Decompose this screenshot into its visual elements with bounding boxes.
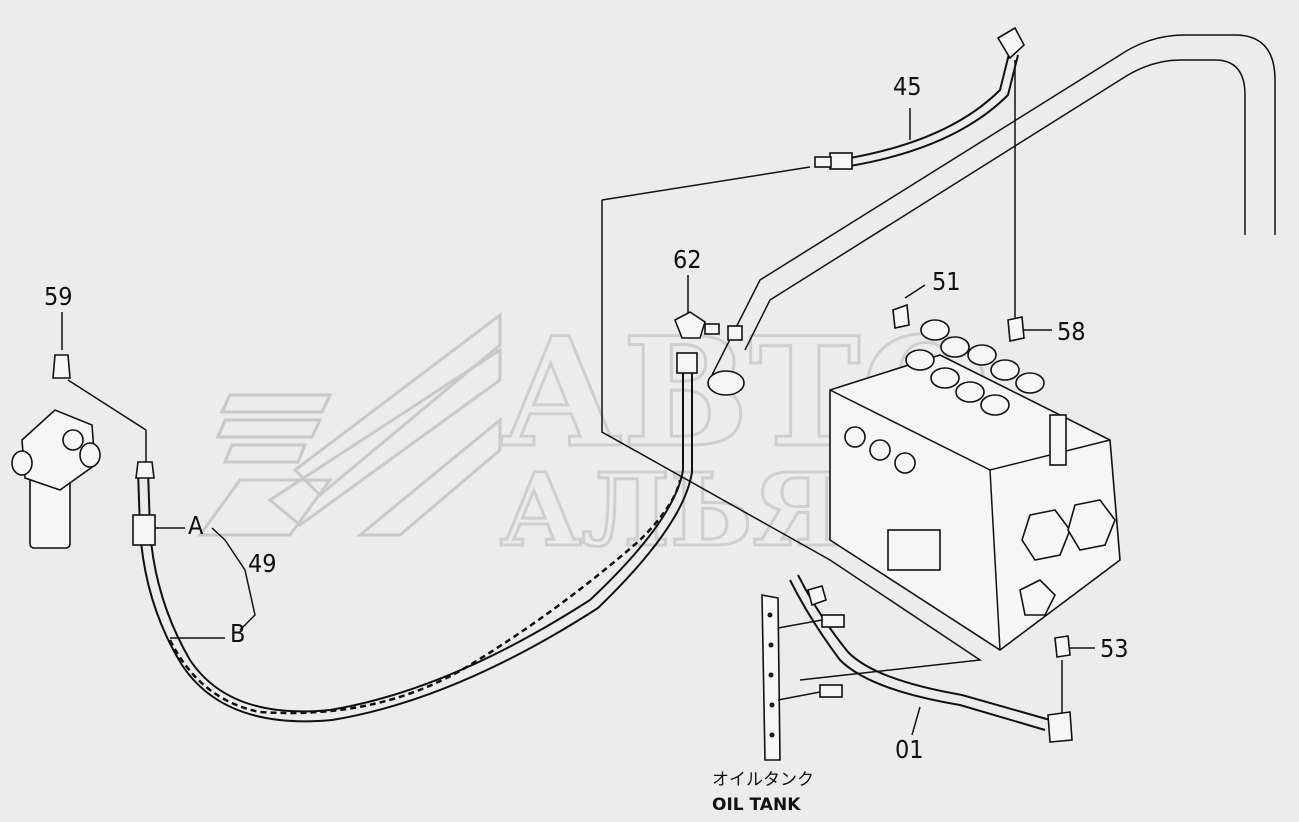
pipe-end <box>707 370 745 396</box>
fitting-58 <box>1007 316 1052 342</box>
label-01: 01 <box>895 735 924 764</box>
label-b: B <box>230 619 245 648</box>
hose-49-end-nut <box>135 461 155 479</box>
label-58: 58 <box>1057 317 1086 346</box>
spools <box>905 319 1045 416</box>
label-62: 62 <box>673 245 702 274</box>
oil-tank-plate <box>761 594 823 761</box>
fitting-62 <box>673 275 743 341</box>
pipe-loop <box>707 34 1276 396</box>
label-a: A <box>188 511 204 540</box>
label-59: 59 <box>44 282 73 311</box>
hose-49-top-nut <box>676 352 698 374</box>
reference-frame <box>601 166 983 681</box>
hose-45-elbow <box>996 26 1025 60</box>
fitting-51 <box>892 284 926 329</box>
oil-tank-en: OIL TANK <box>712 795 801 815</box>
control-valve <box>829 319 1121 651</box>
label-45: 45 <box>893 72 922 101</box>
hose-45-fitting <box>829 152 853 170</box>
label-51: 51 <box>932 267 961 296</box>
ab-bracket <box>155 527 256 639</box>
port-fittings <box>844 414 1116 616</box>
label-53: 53 <box>1100 634 1129 663</box>
filter-59 <box>11 354 101 549</box>
hose-45-nut <box>814 156 832 168</box>
hose-49-ferrule <box>132 514 156 546</box>
hose-49 <box>132 352 698 723</box>
watermark-logo <box>197 311 502 537</box>
hose-01 <box>789 574 1095 743</box>
oil-tank-jp: オイルタンク <box>712 770 814 790</box>
label-49: 49 <box>248 549 277 578</box>
hose-45 <box>814 26 1025 318</box>
leader-59 <box>61 312 147 462</box>
spiral-guard <box>168 479 682 715</box>
